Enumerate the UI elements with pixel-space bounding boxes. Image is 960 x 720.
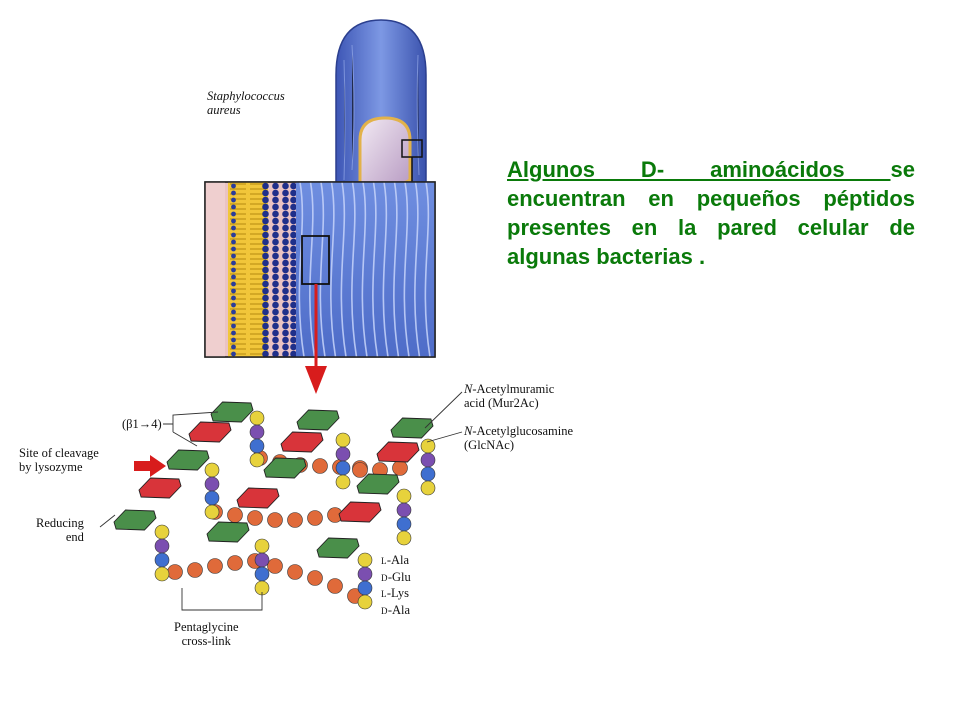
amino-acid-bead — [249, 452, 265, 468]
amino-acid-bead — [254, 552, 270, 568]
glycine-bead — [227, 507, 243, 523]
glycine-bead — [187, 562, 203, 578]
glcnac-hexagon — [316, 537, 360, 559]
glycine-bead — [267, 558, 283, 574]
reducing-end-line1: Reducing — [36, 516, 84, 530]
linkage-label: (β1→4) — [122, 417, 162, 431]
glycine-bead — [312, 458, 328, 474]
amino-acid-bead — [396, 516, 412, 532]
amino-acid-bead — [204, 490, 220, 506]
amino-acid-bead — [357, 566, 373, 582]
glcnac-label: N-Acetylglucosamine (GlcNAc) — [464, 424, 574, 452]
peptide-d-glu: D-Glu — [381, 569, 411, 584]
glcnac-hexagon — [113, 509, 157, 531]
glycine-bead — [327, 578, 343, 594]
crosslink-label-line2: cross-link — [181, 634, 231, 648]
reducing-end-label: Reducing end — [36, 516, 84, 544]
amino-acid-bead — [396, 530, 412, 546]
amino-acid-bead — [357, 594, 373, 610]
amino-acid-bead — [204, 504, 220, 520]
organism-genus: Staphylococcus — [207, 89, 285, 103]
caption-rest: se encuentran en pequeños péptidos prese… — [507, 157, 915, 269]
amino-acid-bead — [154, 552, 170, 568]
glycine-bead — [352, 462, 368, 478]
murnac-hexagon — [280, 431, 324, 453]
peptide-legend: L-Ala D-Glu L-Lys D-Ala — [381, 553, 411, 619]
amino-acid-bead — [154, 524, 170, 540]
glycine-bead — [307, 570, 323, 586]
amino-acid-bead — [335, 446, 351, 462]
organism-label: Staphylococcus aureus — [207, 89, 327, 117]
amino-acid-bead — [254, 538, 270, 554]
amino-acid-bead — [154, 538, 170, 554]
murnac-label: N-Acetylmuramic acid (Mur2Ac) — [464, 382, 555, 410]
amino-acid-bead — [396, 502, 412, 518]
cleavage-label: Site of cleavage by lysozyme — [19, 446, 99, 474]
murnac-hexagon — [236, 487, 280, 509]
amino-acid-bead — [420, 466, 436, 482]
crosslink-label: Pentaglycine cross-link — [174, 620, 239, 648]
amino-acid-bead — [396, 488, 412, 504]
amino-acid-bead — [420, 480, 436, 496]
peptidoglycan-network — [113, 401, 436, 610]
glycine-bead — [287, 564, 303, 580]
peptide-l-ala: L-Ala — [381, 553, 410, 567]
cleavage-label-line2: by lysozyme — [19, 460, 83, 474]
glycine-bead — [287, 512, 303, 528]
murnac-hexagon — [138, 477, 182, 499]
glcnac-hexagon — [210, 401, 254, 423]
glycine-bead — [247, 510, 263, 526]
amino-acid-bead — [249, 438, 265, 454]
amino-acid-bead — [357, 580, 373, 596]
amino-acid-bead — [249, 424, 265, 440]
glycine-bead — [207, 558, 223, 574]
glycine-bead — [227, 555, 243, 571]
cleavage-arrow-icon — [134, 455, 166, 477]
caption-underlined: Algunos D- aminoácidos — [507, 157, 891, 182]
glcnac-hexagon — [166, 449, 210, 471]
murnac-hexagon — [188, 421, 232, 443]
amino-acid-bead — [204, 462, 220, 478]
glcnac-hexagon — [296, 409, 340, 431]
amino-acid-bead — [154, 566, 170, 582]
crosslink-label-line1: Pentaglycine — [174, 620, 239, 634]
murnac-label-line2: acid (Mur2Ac) — [464, 396, 539, 410]
glcnac-hexagon — [390, 417, 434, 439]
glycine-bead — [392, 460, 408, 476]
glycine-bead — [307, 510, 323, 526]
amino-acid-bead — [420, 452, 436, 468]
amino-acid-bead — [335, 432, 351, 448]
glcnac-hexagon — [356, 473, 400, 495]
amino-acid-bead — [249, 410, 265, 426]
glcnac-hexagon — [206, 521, 250, 543]
amino-acid-bead — [204, 476, 220, 492]
caption-text: Algunos D- aminoácidos se encuentran en … — [507, 155, 915, 271]
glycine-bead — [267, 512, 283, 528]
membrane-cross-section-icon — [204, 181, 436, 358]
peptide-l-lys: L-Lys — [381, 586, 410, 600]
murnac-hexagon — [338, 501, 382, 523]
murnac-label-line1: -Acetylmuramic — [472, 382, 555, 396]
label-leader-lines — [99, 391, 463, 611]
amino-acid-bead — [335, 460, 351, 476]
glcnac-label-line1: -Acetylglucosamine — [472, 424, 574, 438]
zoom-arrow-icon — [305, 366, 327, 394]
reducing-end-line2: end — [65, 530, 84, 544]
organism-species: aureus — [207, 103, 241, 117]
peptide-d-ala: D-Ala — [381, 602, 411, 617]
amino-acid-bead — [420, 438, 436, 454]
glcnac-label-line2: (GlcNAc) — [464, 438, 514, 452]
glcnac-hexagon — [263, 457, 307, 479]
murnac-hexagon — [376, 441, 420, 463]
amino-acid-bead — [335, 474, 351, 490]
amino-acid-bead — [254, 566, 270, 582]
cleavage-label-line1: Site of cleavage — [19, 446, 99, 460]
glycine-bead — [167, 564, 183, 580]
amino-acid-bead — [357, 552, 373, 568]
